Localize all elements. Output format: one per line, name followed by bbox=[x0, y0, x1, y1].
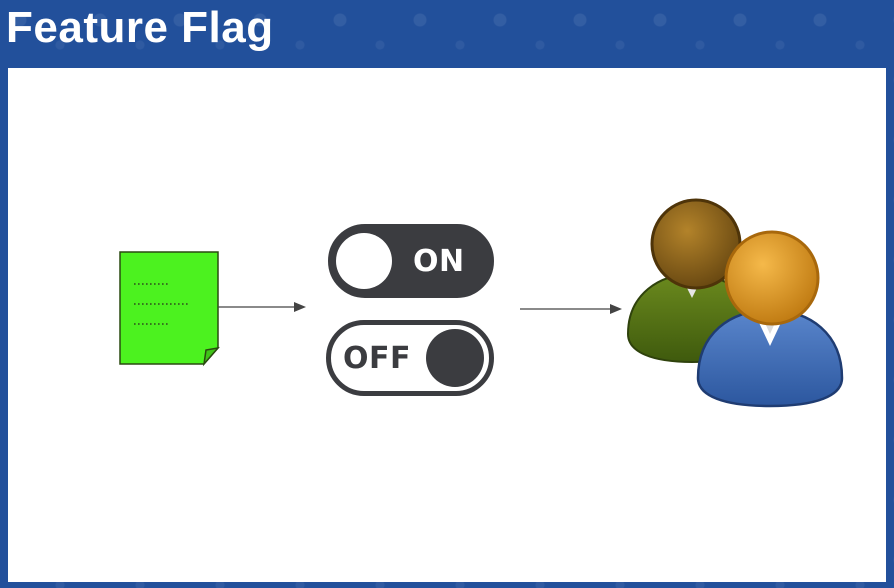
slide-title: Feature Flag bbox=[6, 3, 274, 52]
arrow-document-to-switch bbox=[218, 302, 306, 312]
toggle-on-label: ON bbox=[413, 243, 465, 279]
toggle-off-switch[interactable]: OFF bbox=[326, 320, 494, 396]
document-icon bbox=[119, 251, 220, 367]
diagram-panel: ON OFF bbox=[8, 68, 886, 582]
toggle-knob bbox=[426, 329, 484, 387]
toggle-knob bbox=[336, 233, 392, 289]
toggle-on-switch[interactable]: ON bbox=[328, 224, 494, 298]
arrow-switch-to-users bbox=[520, 304, 622, 314]
toggle-off-label: OFF bbox=[343, 340, 411, 376]
users-icon bbox=[626, 198, 844, 408]
front-user bbox=[696, 230, 844, 408]
